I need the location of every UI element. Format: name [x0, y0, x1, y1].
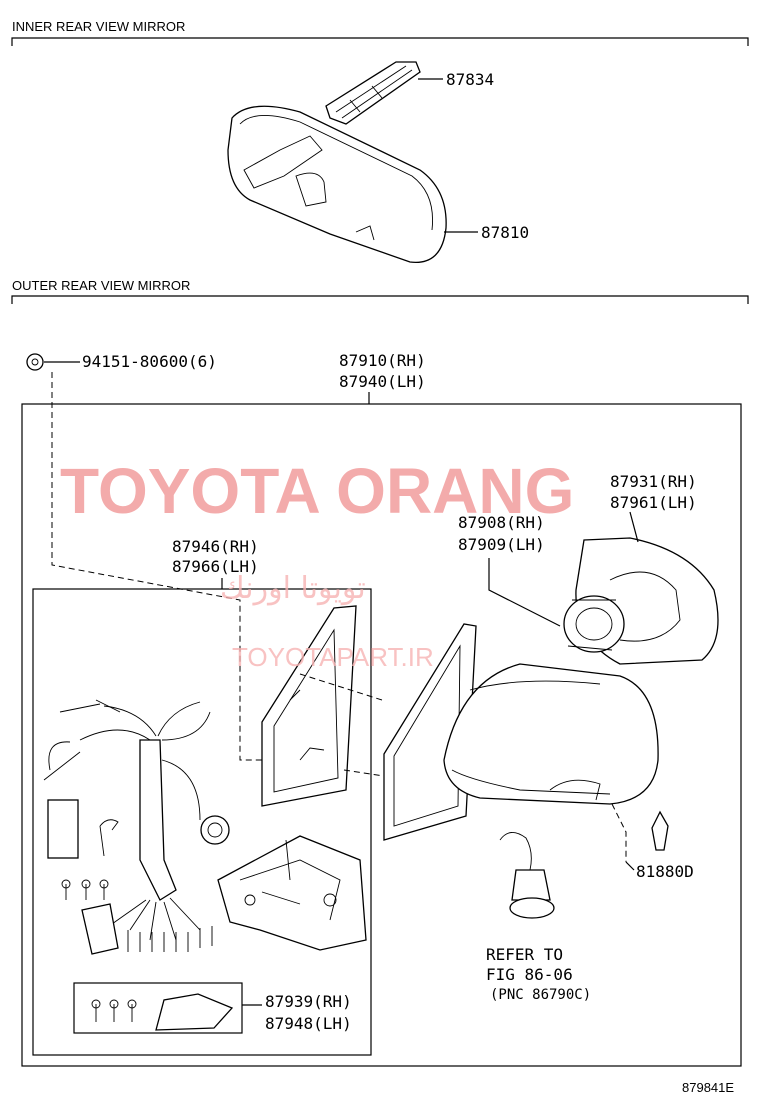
part-label-87940: 87940(LH) [339, 372, 426, 391]
cover-box-87939 [73, 982, 243, 1034]
part-label-87908: 87908(RH) [458, 513, 545, 532]
assembly-frame-87910 [21, 403, 742, 1067]
part-label-87946: 87946(RH) [172, 537, 259, 556]
screw-icon [26, 353, 44, 371]
part-label-81880D: 81880D [636, 862, 694, 881]
watermark-arabic: تويوتا اورنك [220, 571, 366, 606]
part-label-87810: 87810 [481, 223, 529, 242]
refer-to-line1: REFER TO [486, 945, 563, 964]
subassembly-frame-87946 [32, 588, 372, 1056]
refer-to-line2: FIG 86-06 [486, 965, 573, 984]
wire-cover-87834 [325, 61, 421, 125]
figure-id: 879841E [682, 1080, 734, 1095]
inner-mirror-drawing [227, 61, 447, 263]
part-label-87834: 87834 [446, 70, 494, 89]
part-label-87910: 87910(RH) [339, 351, 426, 370]
leader-87931 [629, 511, 639, 543]
part-label-87939: 87939(RH) [265, 992, 352, 1011]
lamp-socket-drawing [499, 832, 555, 919]
cover-87939-drawing [91, 993, 234, 1031]
part-label-87948: 87948(LH) [265, 1014, 352, 1033]
mirror-body-87810 [227, 105, 447, 263]
refer-to-line3: (PNC 86790C) [490, 987, 591, 1003]
outer-section-title: OUTER REAR VIEW MIRROR [12, 278, 190, 293]
part-label-87966: 87966(LH) [172, 557, 259, 576]
wire-harness-drawing [43, 699, 230, 955]
mirror-actuator-drawing [563, 595, 625, 653]
inner-section-title: INNER REAR VIEW MIRROR [12, 19, 185, 34]
part-label-87961: 87961(LH) [610, 493, 697, 512]
outer-section-bracket [11, 295, 749, 304]
watermark-text: TOYOTA ORANG [60, 455, 574, 527]
watermark-url: TOYOTAPART.IR [232, 642, 434, 672]
mirror-housing-drawing [383, 623, 659, 841]
leader-87908 [488, 558, 561, 627]
base-gasket-drawing [261, 605, 357, 807]
part-label-87931: 87931(RH) [610, 472, 697, 491]
mirror-bracket-drawing [217, 835, 367, 951]
screw-dashed-line [51, 372, 262, 761]
part-label-94151: 94151-80600(6) [82, 352, 217, 371]
inner-section-bracket [11, 37, 749, 46]
part-label-87909: 87909(LH) [458, 535, 545, 554]
leader-81880D [625, 861, 635, 871]
bulb-icon [651, 810, 669, 851]
